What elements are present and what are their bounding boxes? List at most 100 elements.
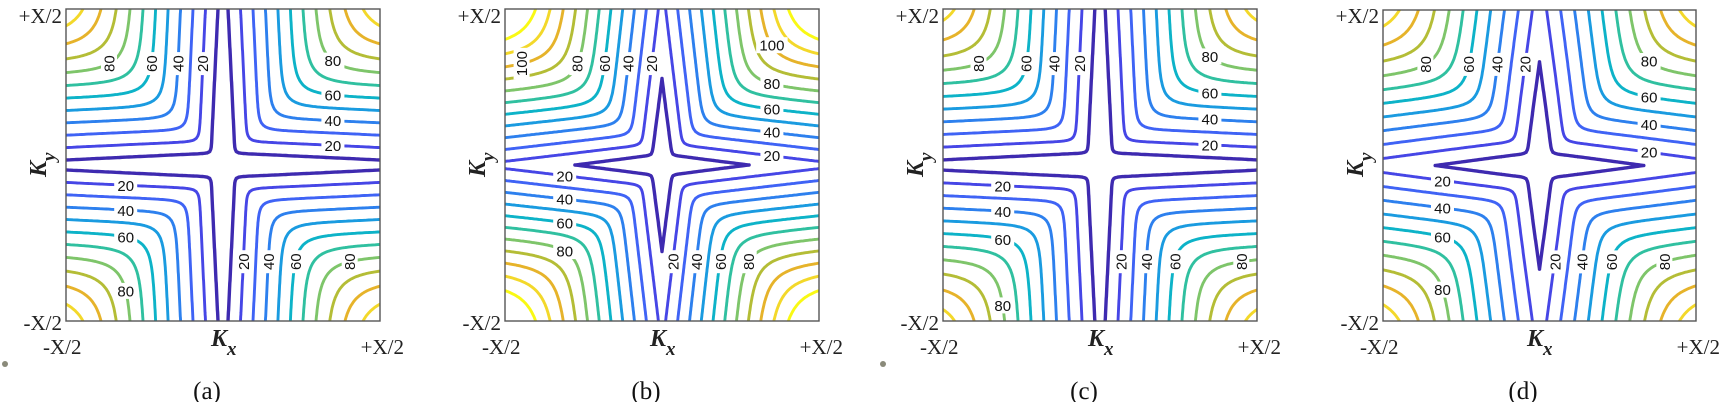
contour-label-background — [321, 52, 345, 69]
contour-label-background — [1071, 52, 1088, 76]
contour-label: 80 — [1198, 48, 1222, 66]
contour-label-background — [513, 47, 530, 80]
contour-label-background — [991, 231, 1015, 248]
contour-label-text: 60 — [117, 230, 134, 247]
x-axis-label: Kx — [649, 326, 676, 360]
contour-label: 20 — [1071, 52, 1089, 76]
x-tick-right: +X/2 — [800, 335, 843, 359]
contour-label-background — [1637, 144, 1661, 160]
contour-label-background — [1138, 250, 1155, 274]
contour-label: 80 — [114, 282, 138, 300]
contour-label-background — [235, 250, 252, 274]
contour-line-110 — [505, 9, 819, 321]
plot-frame — [1382, 9, 1697, 322]
contour-label-text: 60 — [556, 216, 573, 233]
contour-label-text: 40 — [261, 253, 278, 270]
contour-label: 20 — [114, 177, 138, 195]
contour-label: 80 — [1431, 281, 1454, 299]
contour-line-110 — [1383, 10, 1696, 321]
contour-label: 20 — [235, 250, 253, 274]
x-tick-right: +X/2 — [361, 335, 404, 359]
contour-label: 20 — [553, 167, 577, 185]
contour-label-text: 20 — [1641, 145, 1658, 162]
contour-label-text: 40 — [994, 204, 1011, 221]
contour-label-text: 80 — [1418, 56, 1435, 73]
contour-label-background — [553, 167, 577, 184]
stray-dot — [2, 361, 8, 367]
contour-line-10 — [66, 9, 380, 321]
contour-label-background — [114, 282, 138, 299]
contour-label-background — [1233, 250, 1250, 274]
contour-label-text: 80 — [971, 55, 988, 72]
y-tick-bottom: -X/2 — [463, 311, 502, 335]
contour-label: 60 — [1460, 52, 1478, 76]
contour-line-100 — [943, 9, 1257, 321]
contour-label-background — [101, 52, 117, 76]
y-tick-top: +X/2 — [19, 4, 62, 28]
contour-line-50 — [943, 9, 1257, 321]
contour-label: 60 — [1198, 84, 1222, 102]
contour-label-text: 80 — [102, 55, 119, 72]
contour-label-text: 80 — [117, 283, 134, 300]
contour-label: 40 — [321, 112, 345, 130]
contour-line-70 — [1383, 10, 1696, 321]
contour-line-50 — [66, 9, 380, 321]
contour-label-background — [760, 75, 784, 92]
contour-label-text: 40 — [1434, 201, 1451, 218]
contour-label-background — [341, 250, 358, 274]
contour-label: 80 — [1656, 250, 1674, 274]
contour-label-text: 40 — [170, 55, 187, 72]
contour-label-text: 20 — [1517, 56, 1534, 73]
panel-label: (b) — [631, 378, 660, 402]
contour-label-text: 80 — [1234, 253, 1251, 270]
contour-line-90 — [1383, 10, 1696, 321]
contour-label-background — [1431, 228, 1454, 245]
x-tick-left: -X/2 — [482, 335, 521, 359]
plot-frame — [504, 8, 820, 322]
contour-label-background — [756, 37, 788, 54]
contour-label-text: 80 — [556, 244, 573, 261]
contour-label-background — [1431, 281, 1454, 298]
contour-label: 20 — [1547, 250, 1565, 274]
contour-line-70 — [505, 9, 819, 321]
contour-label-background — [740, 250, 757, 274]
y-tick-bottom: -X/2 — [901, 311, 940, 335]
contour-label-text: 60 — [713, 253, 730, 270]
contour-label-background — [1637, 53, 1661, 69]
contour-label: 80 — [1417, 52, 1435, 76]
contour-label-background — [620, 52, 637, 76]
contour-label-text: 20 — [1548, 254, 1565, 271]
contour-label: 80 — [970, 52, 988, 76]
contour-label-text: 60 — [1019, 55, 1036, 72]
contour-label-text: 80 — [1202, 49, 1219, 66]
contour-label: 20 — [664, 250, 682, 274]
contour-label: 20 — [991, 178, 1015, 196]
contour-label-text: 40 — [689, 253, 706, 270]
contour-label-background — [991, 297, 1015, 314]
contour-line-30 — [66, 9, 380, 321]
contour-label: 80 — [101, 52, 119, 76]
contour-label-background — [1603, 250, 1620, 274]
contour-label: 80 — [760, 75, 784, 93]
contour-label-text: 20 — [325, 138, 342, 155]
y-axis-label: Ky — [1343, 152, 1377, 178]
contour-label-background — [1431, 200, 1454, 216]
contour-line-70 — [66, 9, 380, 321]
contour-label: 20 — [1113, 250, 1131, 274]
contour-label-text: 60 — [1461, 56, 1478, 73]
contour-label-background — [643, 52, 660, 76]
contour-line-50 — [505, 9, 819, 321]
contour-label: 20 — [760, 147, 784, 165]
contour-label-background — [553, 215, 577, 231]
contour-label-background — [1045, 52, 1062, 76]
contour-label: 40 — [169, 52, 187, 76]
contour-label-text: 20 — [1202, 137, 1219, 154]
contour-label: 60 — [114, 229, 138, 247]
contour-label: 60 — [712, 250, 730, 274]
contour-label-background — [1656, 250, 1673, 274]
